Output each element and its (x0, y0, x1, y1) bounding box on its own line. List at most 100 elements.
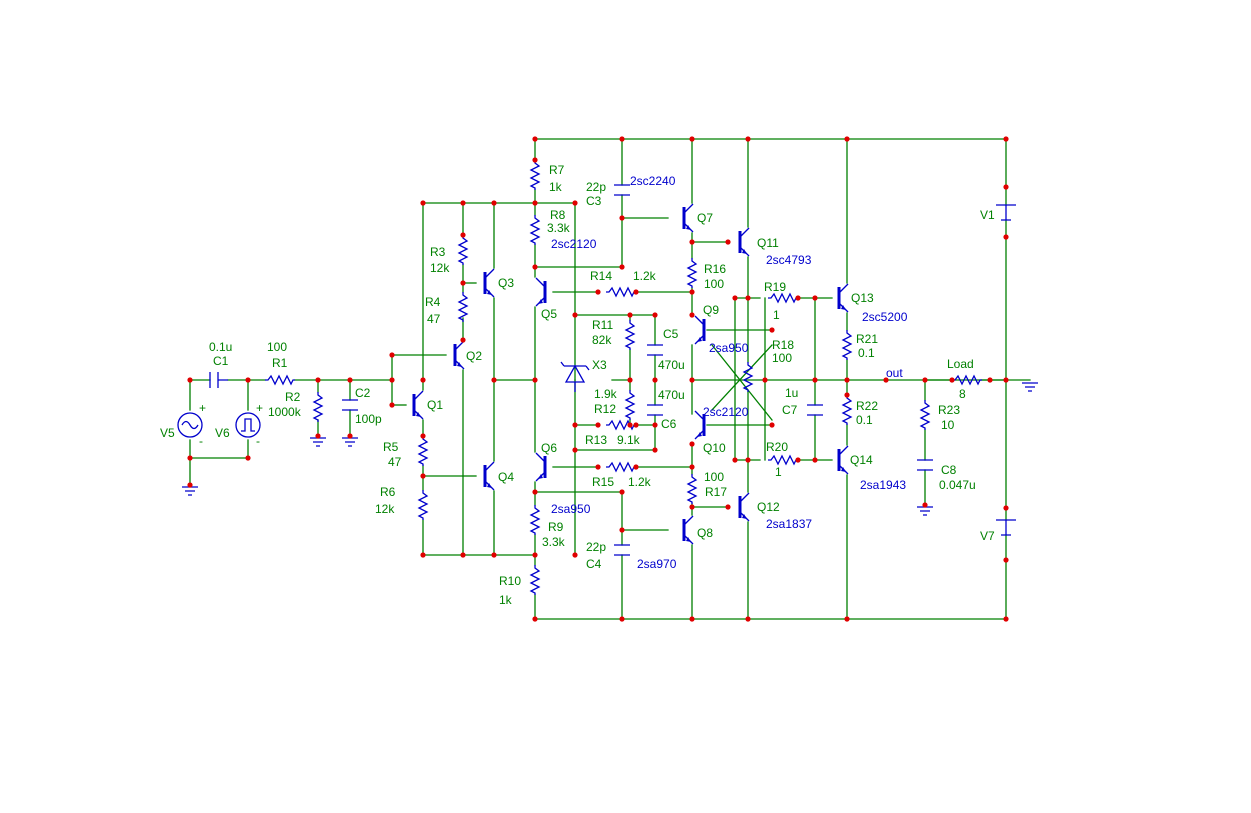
label-r21-name: R21 (856, 332, 878, 346)
label-r6-value: 12k (375, 502, 395, 516)
label-c6-value: 470u (658, 388, 685, 402)
transistor-q7 (682, 203, 694, 233)
label-q6-model: 2sa950 (551, 502, 591, 516)
transistor-q13 (837, 283, 849, 313)
label-r19-name: R19 (764, 280, 786, 294)
capacitor-c3 (614, 184, 630, 196)
label-q13-model: 2sc5200 (862, 310, 908, 324)
resistor-r3 (457, 235, 469, 265)
label-r20-name: R20 (766, 440, 788, 454)
label-r1-name: R1 (272, 356, 288, 370)
label-q9-model: 2sa950 (709, 341, 749, 355)
transistor-q1 (412, 390, 424, 420)
capacitor-c6 (647, 404, 663, 416)
label-r4-name: R4 (425, 295, 441, 309)
battery-v7 (996, 519, 1016, 536)
label-r2-value: 1000k (268, 405, 302, 419)
label-q5-model: 2sc2120 (551, 237, 597, 251)
label-r18-name: R18 (772, 338, 794, 352)
label-r15-name: R15 (592, 475, 614, 489)
label-q11-model: 2sc4793 (766, 253, 812, 267)
zener-x3 (560, 361, 590, 392)
label-r16-value: 100 (704, 277, 724, 291)
label-c7-name: C7 (782, 403, 798, 417)
label-q2: Q2 (466, 349, 482, 363)
transistor-q2 (453, 340, 465, 370)
label-v5: V5 (160, 426, 175, 440)
label-r7-value: 1k (549, 180, 563, 194)
transistor-q9 (694, 315, 706, 345)
label-r4-value: 47 (427, 312, 441, 326)
label-r8-name: R8 (550, 208, 566, 222)
label-r1-value: 100 (267, 340, 287, 354)
label-q7: Q7 (697, 211, 713, 225)
label-r9-value: 3.3k (542, 535, 566, 549)
label-r2-name: R2 (285, 390, 301, 404)
label-r22-name: R22 (856, 399, 878, 413)
resistor-r23 (919, 400, 931, 430)
label-c2-value: 100p (355, 412, 382, 426)
resistor-r10 (529, 565, 541, 595)
label-c1-name: C1 (213, 354, 229, 368)
label-c6-name: C6 (661, 417, 677, 431)
battery-v1 (996, 204, 1016, 221)
label-r16-name: R16 (704, 262, 726, 276)
resistor-r4 (457, 292, 469, 322)
label-q8-model: 2sa970 (637, 557, 677, 571)
label-r21-value: 0.1 (858, 346, 875, 360)
transistor-q10 (694, 410, 706, 440)
label-r11-name: R11 (592, 318, 613, 332)
resistor-r15 (606, 461, 636, 473)
label-q3: Q3 (498, 276, 514, 290)
transistor-q11 (738, 227, 750, 257)
resistor-r6 (417, 490, 429, 520)
label-v1: V1 (980, 208, 995, 222)
label-r5-name: R5 (383, 440, 399, 454)
resistor-r13 (606, 419, 636, 431)
resistor-r11 (624, 320, 636, 350)
transistor-q14 (837, 445, 849, 475)
resistor-r20 (768, 454, 798, 466)
transistor-q5 (535, 277, 547, 307)
label-r19-value: 1 (773, 308, 780, 322)
capacitor-c4 (614, 544, 630, 556)
label-q1: Q1 (427, 398, 443, 412)
label-q10-model: 2sc2120 (703, 405, 749, 419)
svg-text:+: + (199, 401, 206, 415)
label-x3: X3 (592, 358, 607, 372)
resistor-r19 (768, 292, 798, 304)
label-r12-name: R12 (594, 402, 616, 416)
label-q8: Q8 (697, 526, 713, 540)
label-r14-name: R14 (590, 269, 612, 283)
label-r13-value: 9.1k (617, 433, 641, 447)
label-r15-value: 1.2k (628, 475, 652, 489)
transistors (412, 203, 849, 545)
resistor-r21 (841, 330, 853, 360)
label-load-value: 8 (959, 387, 966, 401)
label-c5-value: 470u (658, 358, 685, 372)
svg-text:-: - (256, 434, 260, 448)
label-c7-value: 1u (785, 386, 798, 400)
label-v7: V7 (980, 529, 995, 543)
svg-text:+: + (256, 401, 263, 415)
label-q6: Q6 (541, 441, 557, 455)
label-q11: Q11 (757, 236, 779, 250)
label-r14-value: 1.2k (633, 269, 657, 283)
junction-dots (187, 136, 1009, 622)
label-c4-name: C4 (586, 557, 602, 571)
label-c8-value: 0.047u (939, 478, 976, 492)
label-c8-name: C8 (941, 463, 957, 477)
resistor-load (952, 374, 982, 386)
svg-text:-: - (199, 434, 203, 448)
resistor-r1 (265, 374, 295, 386)
label-r11-value: 82k (592, 333, 612, 347)
resistor-r8 (529, 215, 541, 245)
capacitor-c8 (917, 459, 933, 471)
resistor-r14 (606, 286, 636, 298)
label-r13-name: R13 (585, 433, 607, 447)
label-q9: Q9 (703, 303, 719, 317)
label-r23-value: 10 (941, 418, 955, 432)
resistor-r2 (312, 392, 324, 422)
label-q10: Q10 (703, 441, 726, 455)
label-r3-value: 12k (430, 261, 450, 275)
